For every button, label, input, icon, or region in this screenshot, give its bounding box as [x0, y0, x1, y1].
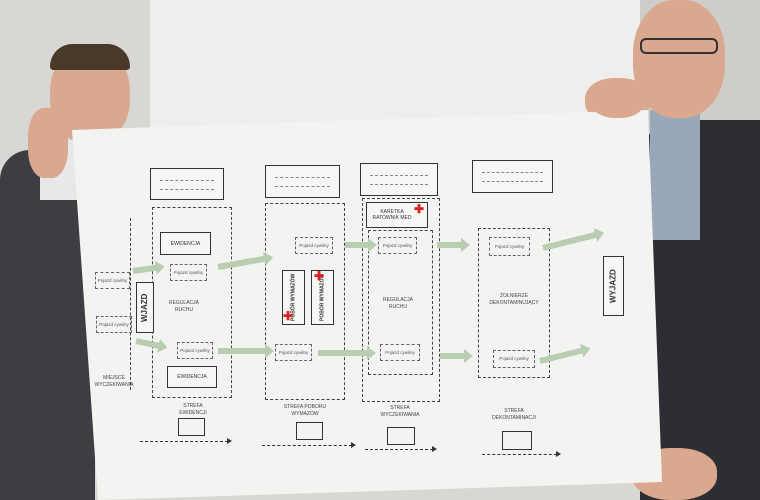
header-box	[150, 168, 224, 200]
vehicle-box: Pojazd cywilny	[96, 316, 132, 333]
flow-arrow	[318, 346, 376, 360]
header-box	[265, 165, 340, 198]
dashed-arrow	[482, 451, 561, 457]
zone-waiting	[362, 198, 440, 402]
projection-screen	[150, 0, 640, 130]
vehicle-box: Pojazd cywilny	[177, 342, 213, 359]
flow-arrow	[345, 238, 377, 252]
left-hand	[30, 110, 68, 170]
legend-square	[387, 427, 415, 445]
dashed-arrow	[365, 446, 437, 452]
zone-swab	[265, 203, 345, 400]
vehicle-box: Pojazd cywilny	[295, 237, 333, 254]
zone-waiting-inner	[368, 230, 433, 375]
zone-label: STREFA EWIDENCJI	[179, 403, 207, 416]
waiting-place-label: MIEJSCE WYCZEKIWANIA	[94, 375, 134, 388]
zone-label: STREFA DEKONTAMINACJI	[492, 408, 536, 421]
vehicle-box: Pojazd cywilny	[170, 264, 207, 281]
records-box: EWIDENCJA	[167, 366, 217, 388]
zone-label: STREFA POBORU WYMAZÓW	[283, 404, 327, 417]
flow-arrow	[440, 349, 473, 363]
vehicle-box: Pojazd cywilny	[378, 237, 417, 254]
legend-square	[502, 431, 532, 450]
header-box	[360, 163, 438, 196]
records-box: EWIDENCJA	[160, 232, 211, 255]
vehicle-box: Pojazd cywilny	[493, 350, 535, 368]
exit-box: WYJAZD	[603, 256, 624, 316]
traffic-control-label: REGULACJA RUCHU	[382, 297, 413, 310]
vehicle-box: Pojazd cywilny	[275, 344, 312, 361]
entry-box: WJAZD	[136, 282, 154, 333]
legend-square	[296, 422, 323, 440]
right-hand	[590, 80, 645, 118]
vehicle-box: Pojazd cywilny	[95, 272, 130, 289]
flow-arrow	[218, 344, 274, 358]
vehicle-box: Pojazd cywilny	[489, 237, 530, 256]
flow-arrow	[437, 238, 470, 252]
soldiers-label: ŻOŁNIERZE DEKONTAMINUJĄCY	[489, 293, 539, 306]
dashed-arrow	[262, 442, 356, 448]
zone-decontamination	[478, 228, 550, 378]
waiting-line	[130, 218, 131, 390]
red-cross-icon: ✚	[283, 309, 294, 323]
traffic-control-label: REGULACJA RUCHU	[168, 300, 199, 313]
dashed-arrow	[140, 438, 232, 444]
legend-square	[178, 418, 205, 436]
red-cross-icon: ✚	[314, 269, 325, 283]
header-box	[472, 160, 553, 193]
ambulance-box: KARETKA RATOWNIK MED	[366, 202, 428, 228]
zone-label: STREFA WYCZEKIWANIA	[380, 405, 420, 418]
red-cross-icon: ✚	[414, 202, 425, 216]
vehicle-box: Pojazd cywilny	[380, 344, 420, 361]
flow-arrow	[542, 231, 598, 251]
